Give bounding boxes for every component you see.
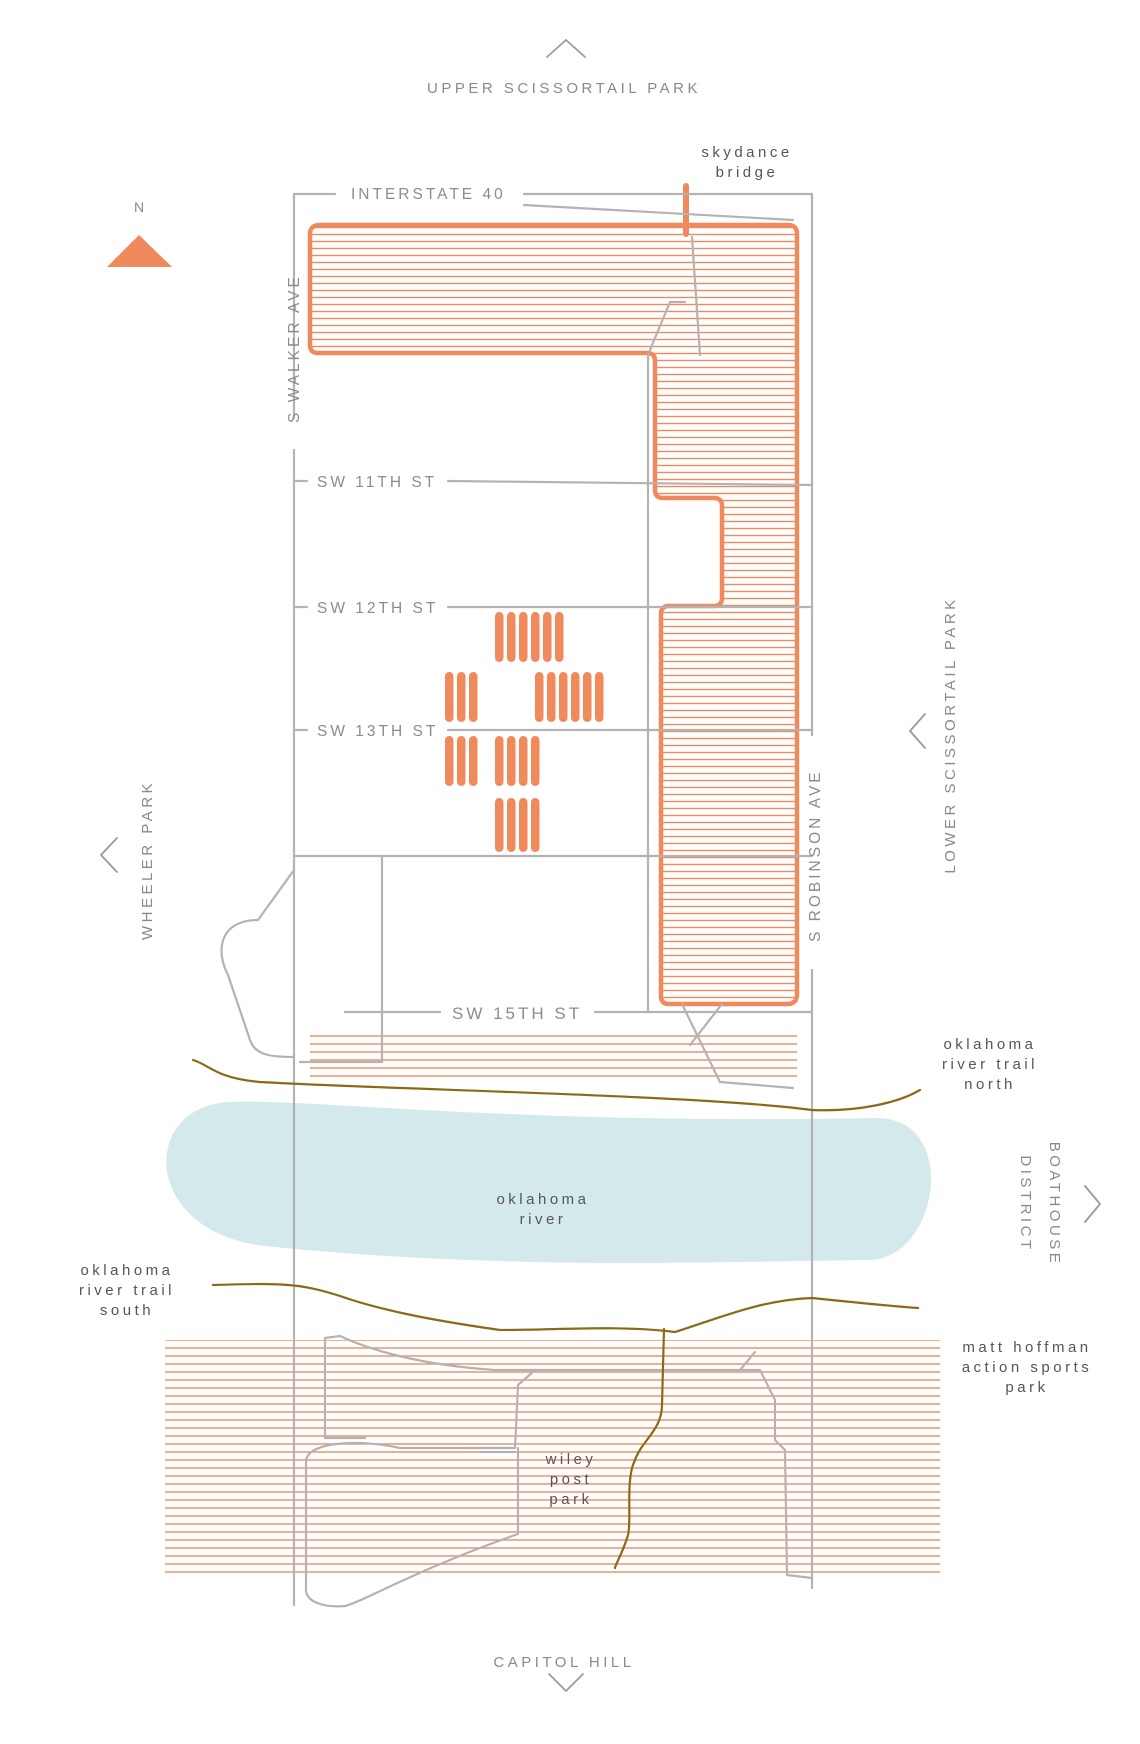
pavilion-bar: [469, 672, 478, 722]
place-label-trail-south-line3: south: [100, 1302, 154, 1319]
pavilion-bar: [555, 612, 564, 662]
pavilion-bar: [507, 612, 516, 662]
pavilion-bar: [559, 672, 568, 722]
pavilion-bar: [445, 736, 454, 786]
chevron-down-icon: [548, 1673, 584, 1692]
street-label-sw-15th: SW 15TH ST: [452, 1004, 582, 1023]
pavilion-bar: [507, 736, 516, 786]
pavilion-bar: [495, 798, 504, 852]
place-label-river-line1: oklahoma: [496, 1191, 589, 1208]
road-network: [220, 192, 814, 1608]
chevron-left-icon-east: [909, 713, 926, 749]
pavilion-bar: [535, 672, 544, 722]
place-label-skydance-line1: skydance: [701, 144, 792, 161]
pavilion-bar: [595, 672, 604, 722]
place-label-trail-north-line3: north: [964, 1076, 1016, 1093]
street-label-sw-12th: SW 12TH ST: [317, 600, 438, 617]
oklahoma-river-trail-north: [191, 1058, 922, 1112]
place-label-trail-north-line1: oklahoma: [943, 1036, 1036, 1053]
place-label-wiley-post-line3: park: [549, 1491, 592, 1508]
pavilion-bar: [495, 736, 504, 786]
street-label-robinson: S ROBINSON AVE: [807, 769, 824, 942]
oklahoma-river-trail-south: [211, 1282, 920, 1334]
pavilion-bar: [457, 672, 466, 722]
chevron-right-icon: [1084, 1185, 1101, 1223]
wiley-post-park-trail: [613, 1327, 666, 1570]
scissortail-park-area: [307, 222, 800, 1007]
direction-east-lower-label-2: DISTRICT: [1017, 1155, 1034, 1252]
place-label-matt-hoffman-line1: matt hoffman: [962, 1339, 1091, 1356]
place-label-trail-south-line1: oklahoma: [80, 1262, 173, 1279]
direction-south-label: CAPITOL HILL: [493, 1654, 634, 1671]
place-label-matt-hoffman-line2: action sports: [962, 1359, 1093, 1376]
compass-north-label: N: [134, 199, 144, 215]
street-label-sw-13th: SW 13TH ST: [317, 723, 438, 740]
place-label-skydance-line2: bridge: [716, 164, 779, 181]
pavilion-bar: [547, 672, 556, 722]
oklahoma-river-water: [166, 1101, 931, 1263]
direction-east-upper-label: LOWER SCISSORTAIL PARK: [942, 596, 959, 873]
street-label-sw-11th: SW 11TH ST: [317, 474, 437, 491]
pavilion-bar: [495, 612, 504, 662]
place-label-trail-south-line2: river trail: [79, 1282, 175, 1299]
direction-north-label: UPPER SCISSORTAIL PARK: [427, 80, 701, 97]
street-label-interstate-40: INTERSTATE 40: [351, 186, 506, 203]
pavilion-bar: [543, 612, 552, 662]
pavilion-bar: [571, 672, 580, 722]
pavilion-bar: [583, 672, 592, 722]
pavilion-bar: [519, 612, 528, 662]
pavilion-bar: [445, 672, 454, 722]
pavilion-bar: [507, 798, 516, 852]
pavilion-bar: [531, 798, 540, 852]
place-label-trail-north-line2: river trail: [942, 1056, 1038, 1073]
place-label-wiley-post-line1: wiley: [545, 1451, 597, 1468]
street-label-walker: S WALKER AVE: [286, 274, 303, 423]
chevron-left-icon: [100, 837, 118, 873]
place-label-matt-hoffman-line3: park: [1005, 1379, 1048, 1396]
pavilion-group: [445, 612, 604, 852]
north-arrow-icon: [107, 235, 172, 267]
direction-west-label: WHEELER PARK: [139, 780, 156, 940]
pavilion-bar: [531, 612, 540, 662]
place-label-river-line2: river: [520, 1211, 567, 1228]
pavilion-bar: [457, 736, 466, 786]
pavilion-bar: [519, 798, 528, 852]
place-label-wiley-post-line2: post: [550, 1471, 592, 1488]
direction-east-lower-label-1: BOATHOUSE: [1046, 1142, 1063, 1267]
pavilion-bar: [469, 736, 478, 786]
pavilion-bar: [519, 736, 528, 786]
pavilion-bar: [531, 736, 540, 786]
chevron-up-icon: [546, 39, 586, 58]
